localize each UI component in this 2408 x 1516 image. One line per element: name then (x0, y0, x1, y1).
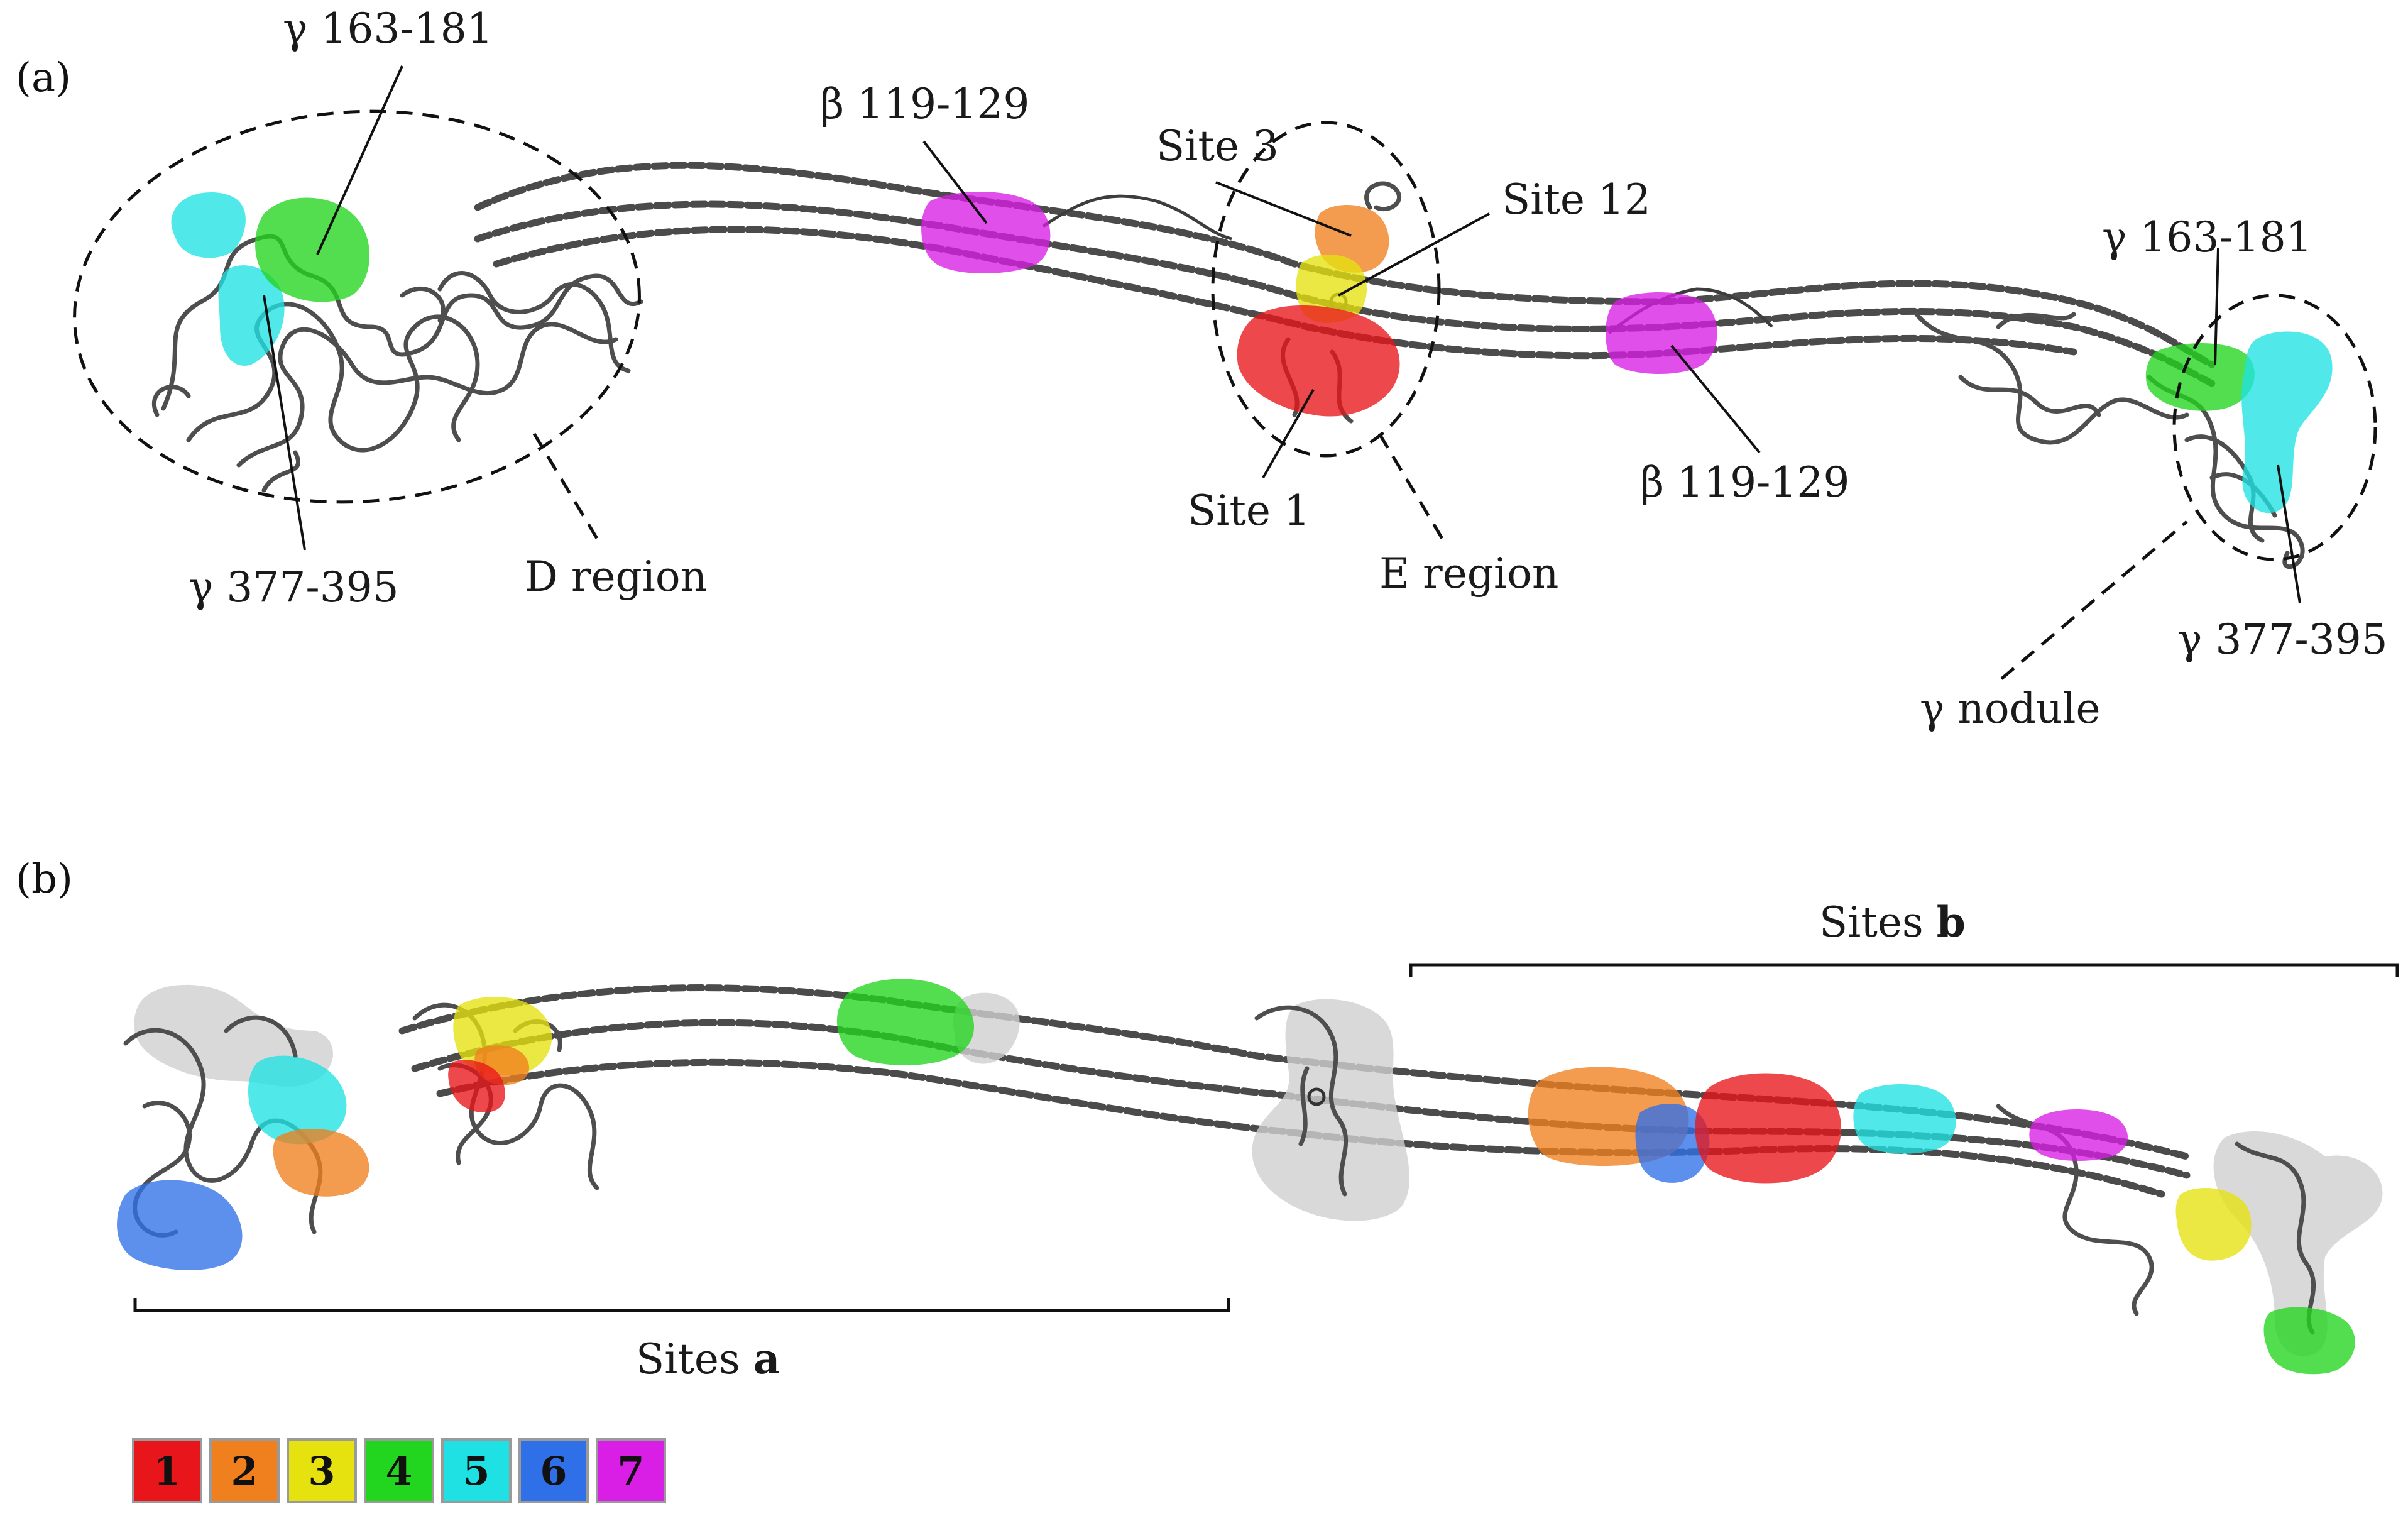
label-a-gamma-nodule: γ nodule (1920, 684, 2101, 733)
e-region-outline (1211, 121, 1441, 458)
blob-a-b119-right (1606, 292, 1717, 374)
blob-a-b119-left (921, 192, 1051, 273)
blob-a-g377-left-lower (218, 265, 285, 366)
label-a-d-region: D region (525, 552, 707, 601)
blob-a-g163-left (255, 197, 370, 302)
panel-a-highlighted-regions (171, 192, 2333, 514)
legend-swatch-2 (209, 1438, 280, 1503)
label-a-site12: Site 12 (1502, 175, 1651, 224)
legend-label-2: 2 (231, 1448, 258, 1494)
panel-a-labels: γ 163-181 γ 377-395 β 119-129 D region S… (189, 4, 2388, 733)
blob-a-g377-left-upper (171, 192, 246, 258)
label-a-site3: Site 3 (1156, 122, 1279, 170)
label-sites-b: Sites b (1819, 898, 1966, 947)
panel-a-label: (a) (16, 55, 71, 101)
legend-swatch-3 (287, 1438, 357, 1503)
color-legend: 1 2 3 4 5 6 7 (132, 1438, 666, 1503)
label-sites-a: Sites a (636, 1334, 780, 1383)
panel-b-highlighted-regions (117, 979, 2355, 1375)
legend-label-7: 7 (617, 1448, 644, 1494)
label-a-g163-left: γ 163-181 (283, 4, 493, 53)
panel-a-leader-lines (263, 65, 2301, 680)
bracket-sites-b (1409, 963, 2399, 977)
d-region-outline (73, 109, 641, 504)
legend-item-7: 7 (596, 1438, 666, 1503)
panel-b-label: (b) (16, 856, 73, 903)
legend-swatch-5 (441, 1438, 512, 1503)
legend-item-1: 1 (132, 1438, 202, 1503)
label-a-g377-left: γ 377-395 (189, 563, 399, 612)
legend-label-4: 4 (385, 1448, 412, 1494)
gamma-nodule-outline (2172, 294, 2377, 561)
panel-a-region-outlines (73, 109, 2377, 561)
blob-a-g163-right (2145, 343, 2255, 411)
legend-item-3: 3 (287, 1438, 357, 1503)
panel-b: (b) (16, 856, 2399, 1383)
blob-a-site1 (1237, 305, 1400, 417)
panel-b-brackets (133, 963, 2399, 1312)
legend-label-5: 5 (462, 1448, 490, 1494)
legend-label-1: 1 (153, 1448, 180, 1494)
legend-swatch-6 (518, 1438, 589, 1503)
blob-a-g377-right (2241, 331, 2333, 514)
label-a-b119-right: β 119-129 (1640, 458, 1849, 507)
label-a-e-region: E region (1379, 549, 1558, 598)
legend-item-2: 2 (209, 1438, 280, 1503)
label-a-g163-right: γ 163-181 (2102, 213, 2312, 261)
bracket-sites-a (133, 1298, 1230, 1312)
label-a-g377-right: γ 377-395 (2177, 615, 2388, 664)
legend-item-6: 6 (518, 1438, 589, 1503)
legend-swatch-7 (596, 1438, 666, 1503)
legend-swatch-1 (132, 1438, 202, 1503)
legend-item-4: 4 (364, 1438, 434, 1503)
panel-a: (a) (16, 4, 2388, 733)
label-a-site1: Site 1 (1188, 486, 1310, 535)
legend-swatch-4 (364, 1438, 434, 1503)
legend-item-5: 5 (441, 1438, 512, 1503)
legend-label-6: 6 (540, 1448, 567, 1494)
label-a-b119-left: β 119-129 (820, 80, 1029, 128)
legend-label-3: 3 (308, 1448, 335, 1494)
panel-a-gamma-nodule-structure (1914, 312, 2305, 569)
